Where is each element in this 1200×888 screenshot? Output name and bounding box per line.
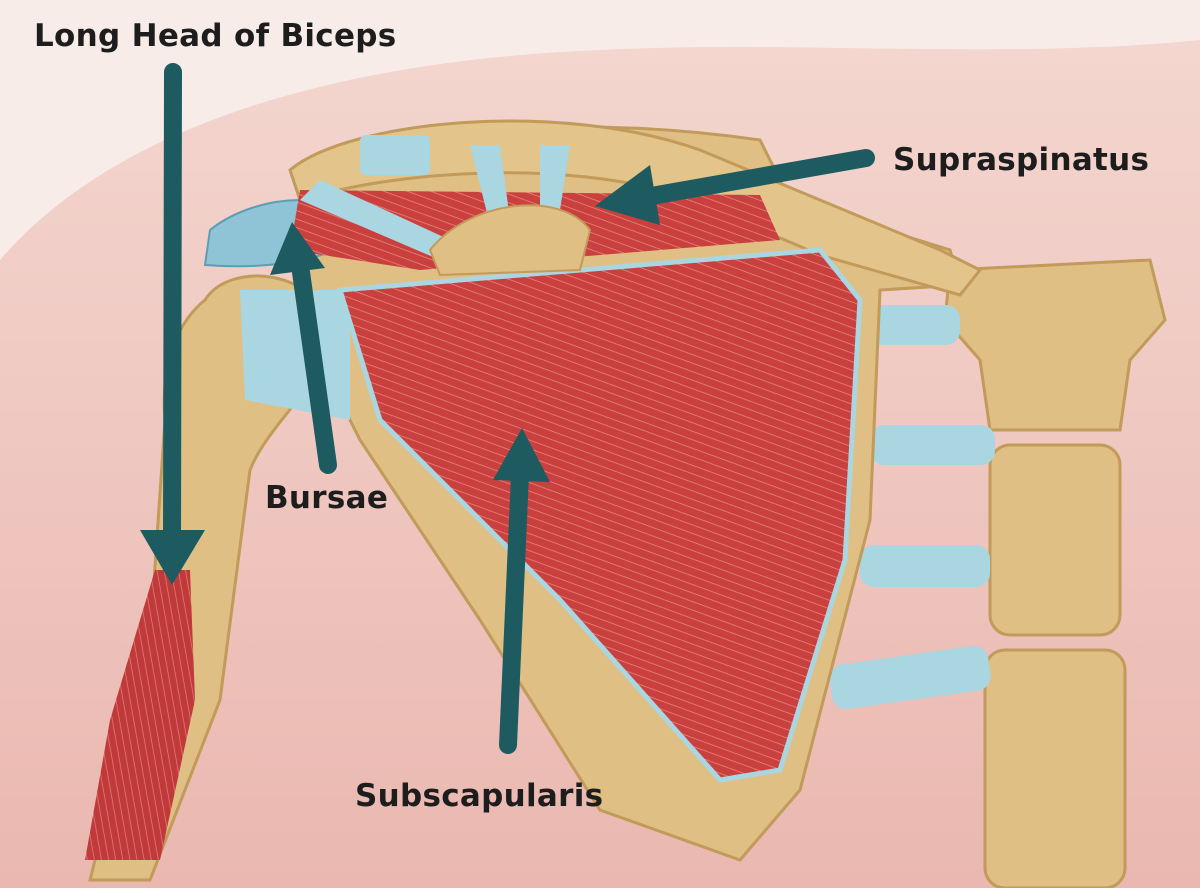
arrow-supraspinatus	[631, 149, 875, 207]
spine	[943, 258, 1167, 888]
tendon-insertion	[240, 290, 350, 420]
arrowhead-supraspinatus	[595, 165, 660, 225]
label-subscapularis: Subscapularis	[355, 778, 604, 814]
coracoid	[428, 204, 592, 277]
biceps-muscle	[85, 570, 195, 860]
subscapularis-muscle	[336, 247, 863, 783]
arrowhead-bursae	[270, 222, 325, 275]
arrowhead-subscapularis	[493, 428, 550, 482]
ribs	[829, 305, 995, 710]
label-bursae: Bursae	[265, 480, 389, 516]
arrow-subscapularis	[499, 466, 529, 754]
arrowhead-long-head	[140, 530, 205, 585]
ligaments	[300, 135, 570, 260]
clavicle	[288, 119, 983, 297]
pointer-arrows	[140, 63, 875, 754]
arrow-long-head	[163, 63, 182, 549]
arrow-bursae	[291, 256, 337, 474]
label-supraspinatus: Supraspinatus	[893, 142, 1150, 178]
label-long-head-of-biceps: Long Head of Biceps	[34, 18, 397, 54]
